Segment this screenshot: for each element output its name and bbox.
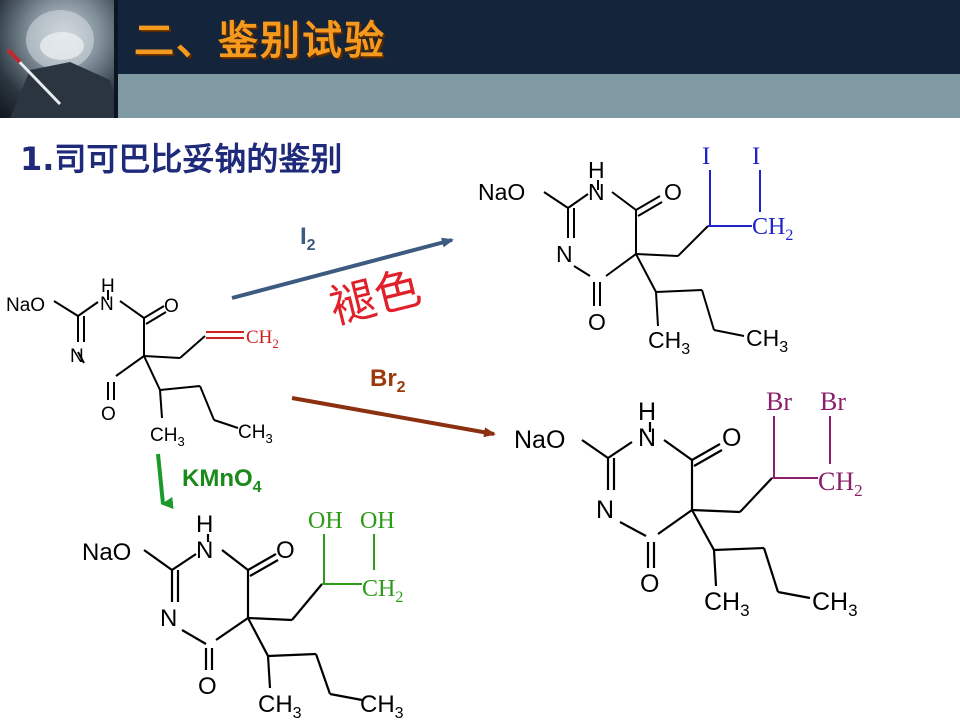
permanganate-reaction-arrow [156, 453, 174, 509]
permanganate-reagent-label: KMnO4 [182, 465, 262, 496]
nh-hydrogen-label: H [101, 276, 115, 297]
carbonyl-oxygen-label: O [722, 424, 741, 452]
ring-nitrogen-label: N [596, 496, 614, 524]
bromine-ch2-label: CH2 [818, 467, 863, 500]
bromine-adduct [581, 422, 811, 600]
diol-product [143, 534, 363, 702]
vinyl-ch2-label: CH2 [246, 327, 279, 351]
lab-photo [0, 0, 118, 118]
terminal-methyl-label: CH3 [812, 588, 858, 620]
terminal-methyl-label: CH3 [746, 325, 788, 356]
secobarbital-sodium [53, 290, 244, 429]
sodium-oxide-label: NaO [6, 295, 45, 316]
terminal-methyl-label: CH3 [360, 691, 404, 720]
slide-title: 二、鉴别试验 [134, 18, 386, 64]
nh-nitrogen-label: N [588, 179, 605, 205]
ring-nitrogen-label: N [160, 605, 177, 632]
carbonyl-oxygen-label: O [164, 296, 179, 317]
bromine-reaction-arrow [291, 396, 496, 438]
nh-nitrogen-label: N [638, 424, 656, 452]
terminal-methyl-label: CH3 [238, 422, 273, 446]
sodium-oxide-label: NaO [82, 539, 131, 566]
hydroxyl-substituent-label: OH [360, 508, 395, 534]
carbonyl-oxygen-label: O [588, 309, 606, 335]
sodium-oxide-label: NaO [514, 426, 565, 454]
iodine-reaction-arrow [231, 237, 454, 300]
methyl-label: CH3 [258, 691, 302, 720]
iodine-adduct [543, 180, 745, 337]
section-subtitle: 1.司可巴比妥钠的鉴别 [20, 140, 343, 178]
nh-nitrogen-label: N [196, 537, 213, 564]
methyl-label: CH3 [648, 327, 690, 358]
iodine-substituent-label: I [702, 143, 710, 170]
hydroxyl-bonds [322, 534, 375, 585]
bromine-substituent-label: Br [766, 387, 792, 416]
sodium-oxide-label: NaO [478, 179, 525, 205]
carbonyl-oxygen-label: O [640, 570, 659, 598]
methyl-label: CH3 [704, 588, 750, 620]
iodine-bonds [708, 170, 761, 227]
nh-hydrogen-label: H [638, 398, 656, 426]
bromine-bonds [772, 416, 831, 479]
iodine-reagent-label: I2 [300, 223, 316, 254]
nh-nitrogen-label: N [100, 294, 114, 315]
ring-nitrogen-label: N [556, 241, 573, 267]
header-accent-band [118, 74, 960, 118]
hydroxyl-substituent-label: OH [308, 508, 343, 534]
carbonyl-oxygen-label: O [198, 673, 217, 700]
carbonyl-oxygen-label: O [664, 179, 682, 205]
iodine-substituent-label: I [752, 143, 760, 170]
carbonyl-oxygen-label: O [101, 404, 116, 425]
iodine-ch2-label: CH2 [752, 214, 793, 244]
hydroxyl-ch2-label: CH2 [362, 576, 403, 606]
header-band [0, 0, 960, 74]
bromine-reagent-label: Br2 [370, 365, 406, 396]
ring-nitrogen-label: N [70, 346, 84, 367]
carbonyl-oxygen-label: O [276, 537, 295, 564]
nh-hydrogen-label: H [588, 157, 605, 183]
nh-hydrogen-label: H [196, 511, 213, 538]
methyl-label: CH3 [150, 425, 185, 449]
slide-header [0, 0, 960, 118]
bromine-substituent-label: Br [820, 387, 846, 416]
